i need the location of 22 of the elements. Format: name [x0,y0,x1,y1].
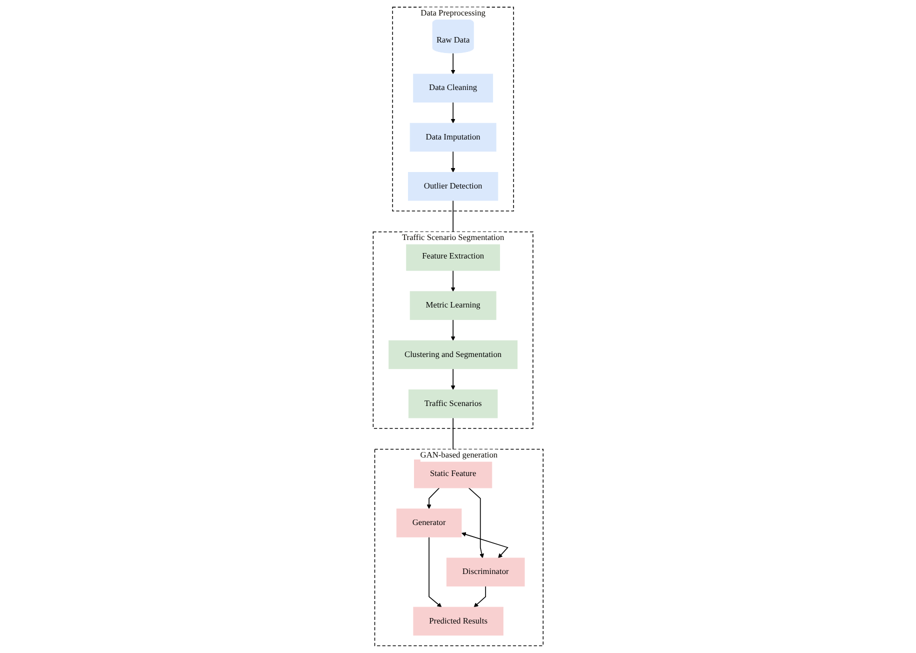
arrow [461,532,508,558]
arrow [450,52,456,74]
arrow [426,488,440,510]
node-box: Data Cleaning [412,74,493,103]
arrow [428,536,442,608]
node-box: Outlier Detection [408,172,498,201]
node-box: Clustering and Segmentation [388,340,518,370]
node-box: Feature Extraction [406,242,500,271]
node-box: Traffic Scenarios [408,389,498,418]
arrow [450,270,456,292]
node-box: Predicted Results [413,606,504,636]
node-box: Metric Learning [410,291,496,320]
arrow [450,368,456,390]
node-box: Generator [396,508,462,538]
node-box: Discriminator [446,558,525,586]
node-box: Data Imputation [410,122,496,152]
node-box: Static Feature [414,459,492,488]
arrow [450,319,456,341]
arrow [474,586,486,608]
arrow [468,488,484,558]
arrow [450,102,456,124]
arrow [450,150,456,173]
